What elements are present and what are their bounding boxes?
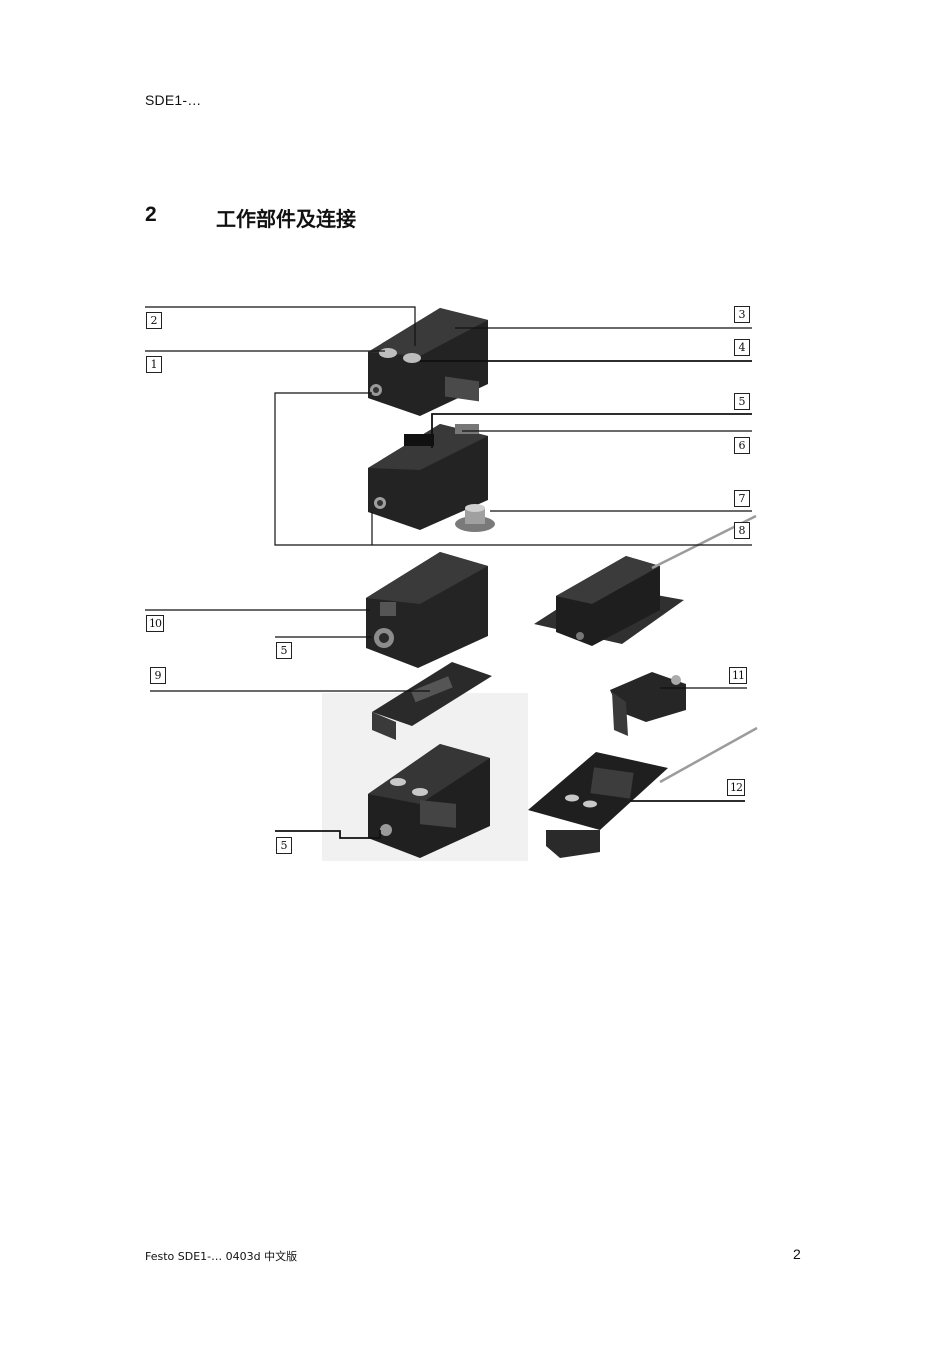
callout-12: 12 xyxy=(727,779,745,796)
device-panel-mount-cable xyxy=(534,514,757,646)
callout-4: 4 xyxy=(734,339,750,356)
callout-7: 7 xyxy=(734,490,750,507)
device-open-housing xyxy=(366,552,488,668)
callout-2: 2 xyxy=(146,312,162,329)
mounting-bracket xyxy=(372,662,492,740)
device-front-panel-sensor xyxy=(368,744,490,858)
section-title: 工作部件及连接 xyxy=(216,207,356,231)
callout-3: 3 xyxy=(734,306,750,323)
callout-10: 10 xyxy=(146,615,164,632)
device-top-sensor xyxy=(368,308,488,416)
mounting-clamp xyxy=(610,672,686,736)
page-number: 2 xyxy=(793,1246,801,1262)
callout-5-middle: 5 xyxy=(276,642,292,659)
fitting-part xyxy=(455,504,495,532)
callout-11: 11 xyxy=(729,667,747,684)
device-housing-with-clip xyxy=(368,424,488,530)
leader-lines xyxy=(145,306,752,839)
callout-8: 8 xyxy=(734,522,750,539)
running-header: SDE1-… xyxy=(145,92,202,108)
callout-9: 9 xyxy=(150,667,166,684)
device-panel-unit-cable xyxy=(528,726,758,858)
section-number: 2 xyxy=(145,203,157,226)
callout-1: 1 xyxy=(146,356,162,373)
callout-5-bottom: 5 xyxy=(276,837,292,854)
callout-6: 6 xyxy=(734,437,750,454)
footer-document-id: Festo SDE1-… 0403d 中文版 xyxy=(145,1250,298,1263)
callout-5-top: 5 xyxy=(734,393,750,410)
